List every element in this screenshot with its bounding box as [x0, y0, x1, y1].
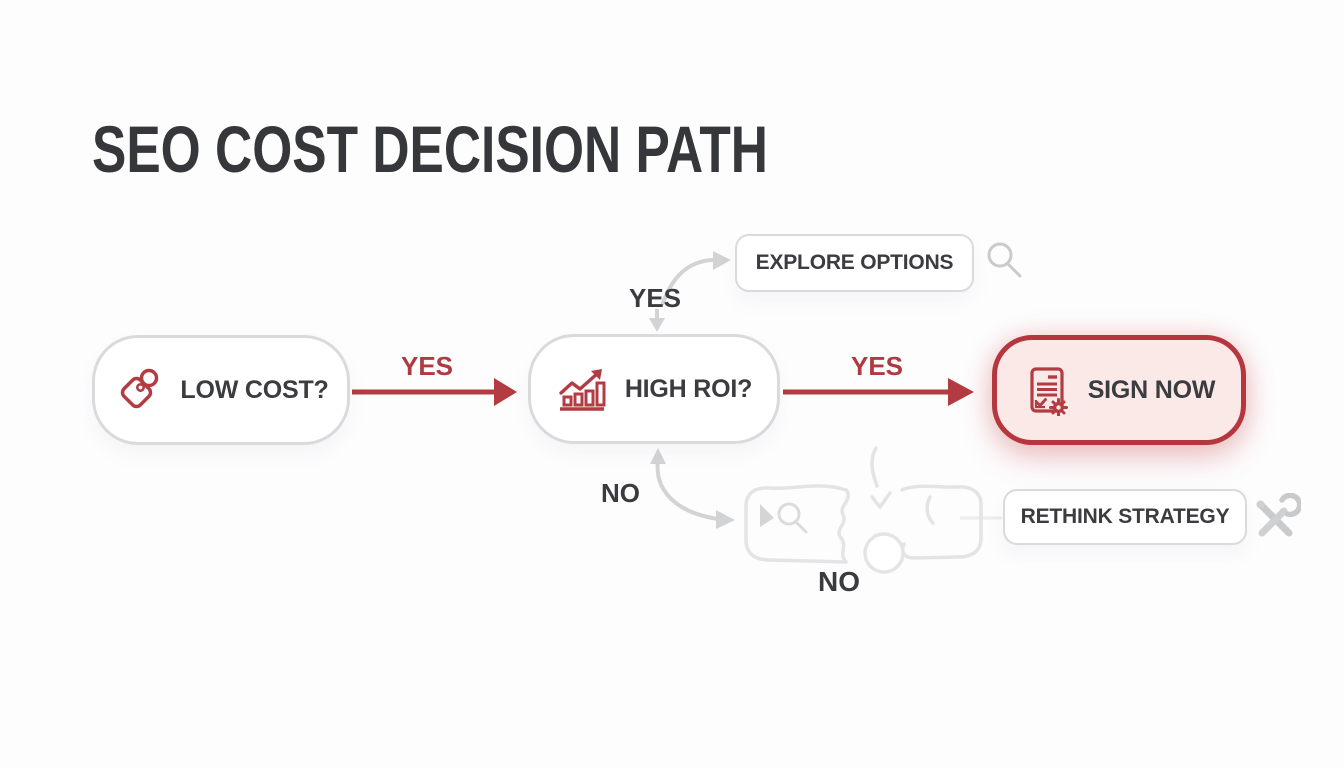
faint-magnifier-icon	[777, 502, 808, 534]
node-sign-now[interactable]: SIGN NOW	[992, 335, 1246, 445]
edge-label-no-from-high: NO	[601, 478, 640, 508]
magnifier-icon	[984, 240, 1026, 287]
node-high-roi[interactable]: HIGH ROI?	[528, 334, 780, 444]
arrow-high-no-path	[650, 448, 735, 529]
node-low-cost-label: LOW COST?	[180, 375, 329, 404]
arrow-low-to-high	[352, 378, 517, 406]
edge-label-no-sketch: NO	[818, 566, 860, 597]
price-tag-icon	[113, 365, 163, 415]
node-high-roi-label: HIGH ROI?	[624, 374, 753, 403]
cursor-icon	[760, 504, 774, 527]
distorted-box	[744, 446, 983, 574]
edge-label-yes-to-explore: YES	[629, 283, 682, 313]
edge-label-yes-low-to-high: YES	[401, 351, 454, 381]
node-rethink-strategy[interactable]: RETHINK STRATEGY	[1003, 489, 1247, 545]
page-title: SEO COST DECISION PATH	[92, 112, 768, 186]
node-low-cost[interactable]: LOW COST?	[92, 335, 350, 445]
arrow-high-to-sign	[783, 378, 974, 406]
edge-label-yes-high-to-sign: YES	[851, 351, 904, 381]
gear-icon	[1048, 398, 1068, 416]
node-explore-options[interactable]: EXPLORE OPTIONS	[735, 234, 974, 292]
node-rethink-strategy-label: RETHINK STRATEGY	[1020, 505, 1230, 528]
contract-icon	[1023, 364, 1071, 416]
growth-chart-icon	[556, 365, 608, 413]
node-explore-options-label: EXPLORE OPTIONS	[755, 251, 954, 274]
tools-icon	[1251, 492, 1303, 548]
node-sign-now-label: SIGN NOW	[1087, 375, 1216, 404]
